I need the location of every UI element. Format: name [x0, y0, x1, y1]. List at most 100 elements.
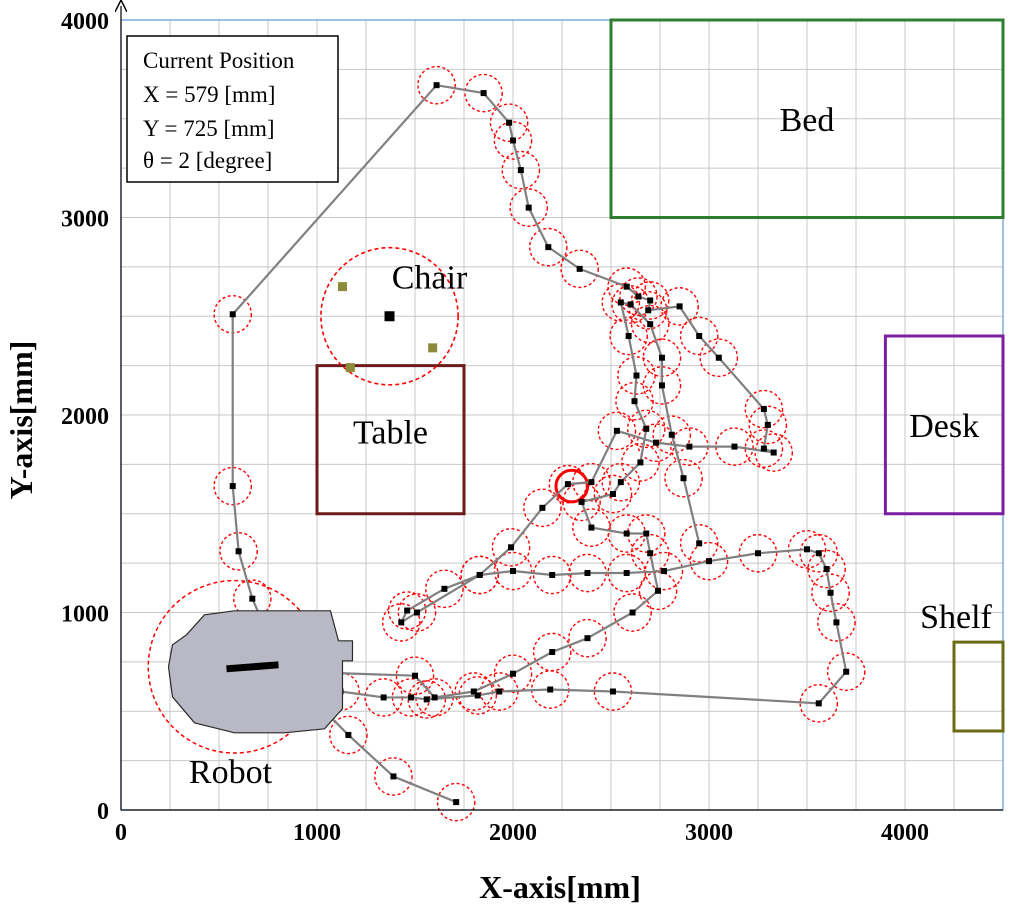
- waypoint-marker: [235, 548, 242, 555]
- waypoint-marker: [584, 635, 591, 642]
- shelf-outline: [952, 640, 1005, 733]
- waypoint-range-circle: [454, 672, 494, 711]
- waypoint-marker: [627, 301, 634, 308]
- waypoint-marker: [731, 443, 738, 450]
- chair-range-circle: [320, 246, 459, 386]
- waypoint-marker: [545, 244, 552, 251]
- highlighted-range-circle: [554, 468, 590, 504]
- waypoint-range-circle: [689, 541, 729, 581]
- waypoint-range-circle: [329, 715, 368, 755]
- info-theta-value: θ = 2 [degree]: [143, 148, 272, 173]
- waypoint-range-circle: [652, 415, 692, 455]
- waypoint-marker: [631, 398, 638, 405]
- waypoint-marker: [412, 672, 418, 679]
- waypoint-marker: [510, 137, 516, 144]
- waypoint-marker: [660, 568, 667, 575]
- waypoint-marker: [413, 609, 420, 616]
- waypoint-marker: [345, 731, 352, 738]
- waypoint-range-circle: [626, 514, 666, 553]
- axes: [121, 6, 1003, 811]
- waypoint-marker: [833, 619, 840, 626]
- chair: Chair: [320, 246, 468, 386]
- waypoint-marker: [623, 283, 630, 290]
- waypoint-marker: [647, 321, 654, 328]
- waypoint-range-circle: [387, 591, 427, 630]
- waypoint-marker: [706, 558, 712, 565]
- waypoint-marker: [755, 550, 761, 557]
- waypoint-range-circle: [560, 249, 599, 289]
- waypoint-range-circle: [532, 632, 572, 672]
- waypoint-marker: [584, 570, 591, 576]
- waypoint-range-circle: [219, 531, 258, 571]
- waypoint-range-circle: [568, 618, 607, 658]
- waypoint-range-circle: [642, 366, 682, 405]
- waypoint-range-circle: [754, 433, 793, 472]
- waypoint-range-circle: [528, 227, 568, 267]
- waypoint-marker: [643, 425, 650, 432]
- waypoint-marker: [815, 700, 822, 707]
- waypoint-range-circle: [460, 555, 499, 595]
- waypoint-range-circle: [699, 338, 739, 378]
- waypoint-range-circle: [660, 287, 699, 326]
- waypoint-range-circle: [464, 73, 503, 113]
- waypoint-marker: [423, 696, 430, 703]
- waypoint-marker: [770, 449, 777, 456]
- waypoint-range-circle: [374, 757, 413, 796]
- waypoint-range-circle: [572, 508, 611, 547]
- waypoint-marker: [390, 773, 397, 780]
- waypoint-marker: [380, 694, 387, 701]
- waypoint-range-circle: [523, 488, 562, 528]
- y-tick-label: 3000: [61, 207, 109, 233]
- waypoint-range-circle: [562, 482, 601, 522]
- robot: Robot: [147, 579, 354, 791]
- waypoint-marker: [588, 479, 595, 486]
- waypoint-range-circle: [213, 466, 253, 506]
- waypoint-range-circle: [638, 571, 678, 611]
- waypoint-marker: [433, 82, 440, 89]
- bed-outline: [609, 18, 1005, 219]
- waypoint-range-circle: [489, 103, 529, 143]
- waypoint-marker: [229, 483, 236, 490]
- waypoint-range-circle: [619, 277, 658, 316]
- waypoint-range-circle: [493, 551, 533, 591]
- x-tick-label: 3000: [685, 820, 733, 846]
- waypoint-marker: [474, 692, 481, 699]
- waypoint-range-circle: [493, 654, 533, 694]
- robot-heading-bar: [226, 661, 279, 673]
- x-tick-label: 1000: [293, 820, 341, 846]
- waypoint-range-circle: [509, 188, 548, 227]
- waypoint-marker: [249, 595, 256, 602]
- x-tick-label: 0: [115, 820, 127, 846]
- waypoint-marker: [623, 570, 630, 576]
- waypoint-marker: [539, 504, 546, 511]
- waypoint-marker: [655, 587, 662, 594]
- waypoint-range-circle: [630, 304, 670, 344]
- info-box-frame: [126, 35, 339, 183]
- waypoint-marker: [578, 498, 585, 505]
- waypoint-marker: [506, 119, 513, 126]
- waypoint-range-circle: [493, 121, 533, 160]
- chair-leg-marker: [345, 363, 355, 373]
- waypoint-marker: [229, 311, 236, 318]
- chair-leg-marker: [337, 282, 347, 292]
- waypoint-marker: [609, 491, 616, 497]
- waypoint-range-circle: [597, 411, 637, 451]
- waypoint-marker: [549, 649, 556, 655]
- waypoint-marker: [617, 479, 624, 486]
- waypoint-range-circle: [613, 593, 652, 632]
- shelf-label: Shelf: [920, 599, 992, 636]
- waypoint-marker: [843, 668, 850, 675]
- waypoint-marker: [647, 297, 654, 304]
- waypoint-marker: [564, 481, 571, 488]
- waypoint-range-circle: [799, 533, 839, 573]
- waypoint-marker: [453, 799, 460, 806]
- waypoint-range-circle: [811, 573, 850, 613]
- table-label: Table: [353, 415, 428, 452]
- waypoint-range-circle: [748, 405, 788, 445]
- y-axis-title: Y-axis[mm]: [3, 341, 39, 500]
- info-x-value: X = 579 [mm]: [143, 82, 275, 107]
- x-axis-title: X-axis[mm]: [479, 869, 641, 905]
- info-box-title: Current Position: [143, 48, 295, 73]
